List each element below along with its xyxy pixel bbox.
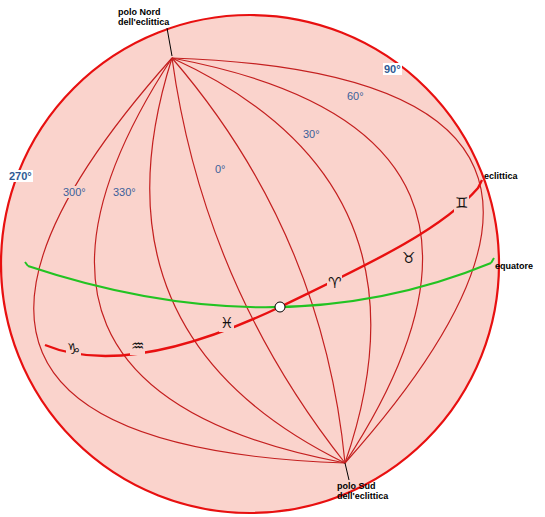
zodiac-symbol: ♈: [327, 275, 342, 292]
longitude-label: 270°: [8, 170, 33, 182]
meridian-line: [94, 58, 345, 463]
zodiac-symbol: ♒: [130, 338, 145, 355]
zodiac-symbol: ♉: [401, 250, 416, 267]
zodiac-symbol: ♓: [219, 315, 234, 332]
meridian-line: [172, 58, 483, 463]
circle-label: eclittica: [484, 172, 518, 182]
south-pole-leader: [345, 463, 349, 480]
zodiac-symbol: ♊: [454, 195, 469, 212]
zodiac-symbol: ♑: [66, 341, 81, 358]
longitude-label: 0°: [214, 163, 227, 175]
longitude-label: 30°: [302, 128, 321, 140]
longitude-label: 60°: [346, 90, 365, 102]
meridian-line: [172, 58, 345, 463]
pole-label: polo Sud dell'eclittica: [337, 482, 409, 502]
meridian-line: [150, 58, 345, 463]
longitude-label: 300°: [62, 186, 87, 198]
ecliptic-line: [45, 180, 482, 356]
north-pole-leader: [167, 28, 172, 56]
circle-label: equatore: [495, 262, 533, 272]
pole-label: polo Nord dell'eclittica: [118, 8, 190, 28]
longitude-label: 90°: [383, 63, 402, 75]
equator-line: [28, 263, 491, 307]
meridian-line: [172, 58, 423, 463]
meridian-line: [172, 58, 371, 463]
meridian-line: [34, 58, 345, 463]
meridian-line: [172, 58, 345, 463]
longitude-label: 330°: [112, 186, 137, 198]
sphere-fill: [1, 15, 499, 513]
sphere-outline: [1, 15, 499, 513]
vernal-point: [275, 302, 285, 312]
equator-ends: [25, 258, 494, 266]
meridians: [34, 58, 484, 463]
